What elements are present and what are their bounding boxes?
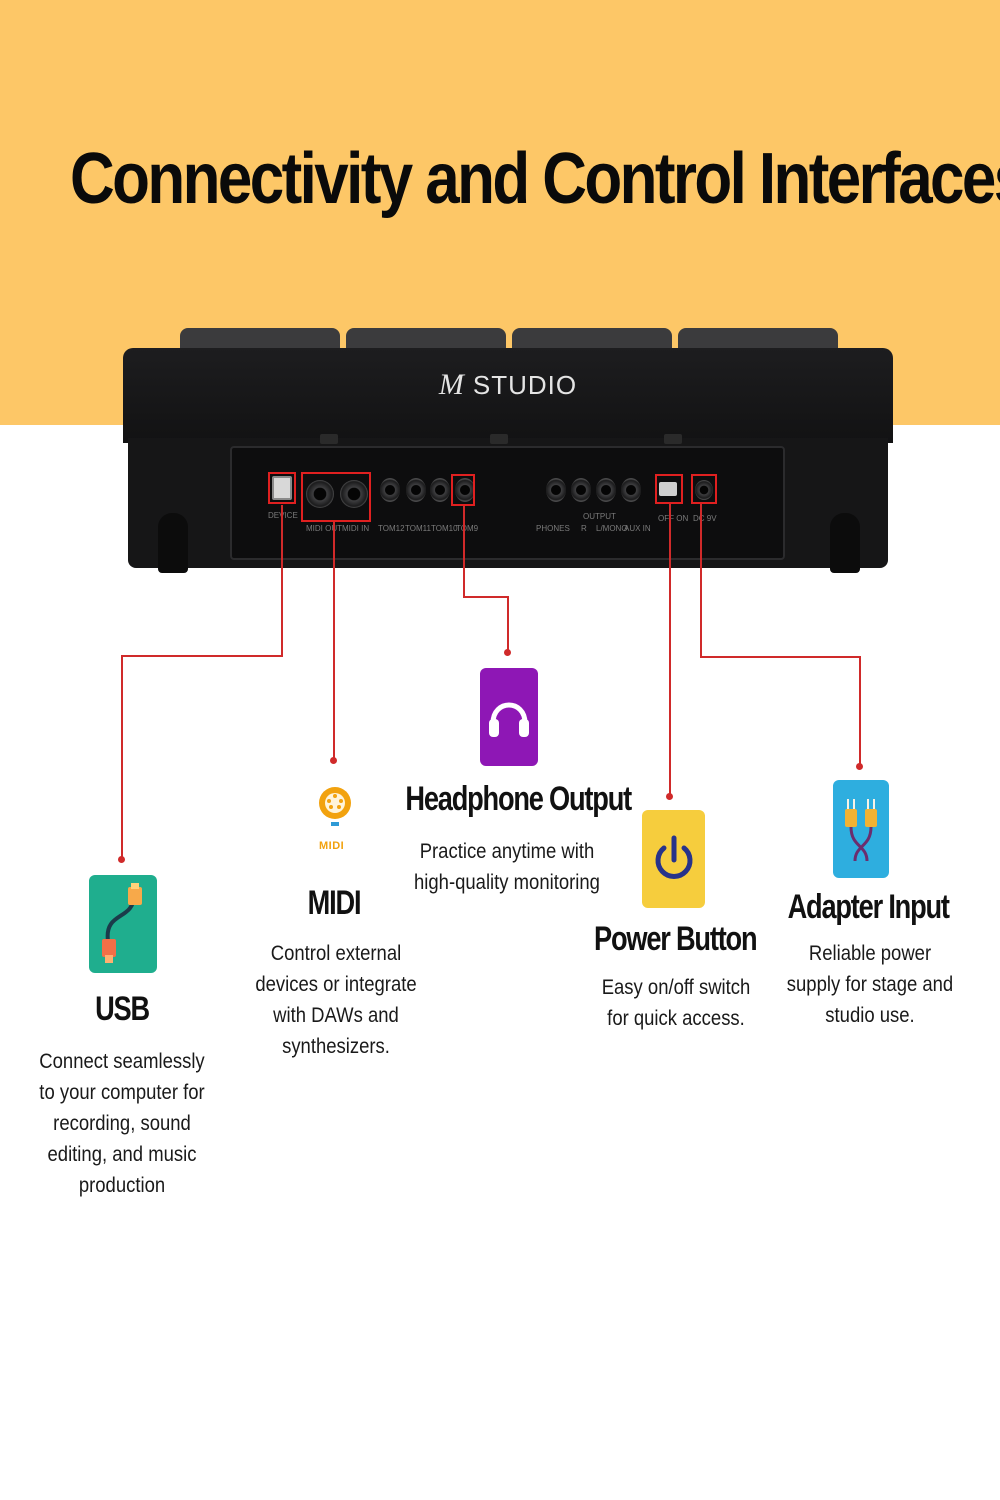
- adapter-connector-line: [700, 504, 702, 658]
- usb-cable-icon: [89, 875, 157, 973]
- device-foot-left: [158, 513, 188, 573]
- aux-in-jack: [621, 478, 641, 502]
- tom10-jack: [430, 478, 450, 502]
- tom9-label: TOM9: [456, 524, 479, 533]
- clip: [490, 434, 508, 444]
- page-title: Connectivity and Control Interfaces: [70, 139, 1000, 219]
- power-switch: [659, 482, 677, 496]
- adapter-connector-line: [700, 656, 861, 658]
- power-highlight: [655, 474, 683, 504]
- power-icon: [642, 810, 705, 908]
- dc-jack: [695, 480, 713, 500]
- adapter-title: Adapter Input: [787, 888, 950, 926]
- adapter-description: Reliable power supply for stage and stud…: [786, 942, 954, 1027]
- power-connector-line: [669, 504, 671, 796]
- midi-description: Control external devices or integrate wi…: [255, 942, 417, 1058]
- power-plug-icon: [833, 780, 889, 878]
- headphone-description: Practice anytime with high-quality monit…: [414, 840, 600, 894]
- phones-jack: [546, 478, 566, 502]
- clip: [664, 434, 682, 444]
- usb-highlight: [268, 472, 296, 504]
- output-l-jack: [596, 478, 616, 502]
- midi-in-label: MIDI IN: [342, 524, 370, 533]
- midi-highlight: [301, 472, 371, 522]
- tom12-jack: [380, 478, 400, 502]
- output-r-jack: [571, 478, 591, 502]
- tom11-label: TOM11: [405, 524, 431, 533]
- usb-port: [272, 476, 292, 500]
- adapter-connector-line: [859, 656, 861, 766]
- midi-connector-icon: [311, 778, 359, 836]
- usb-title: USB: [95, 990, 150, 1028]
- power-title: Power Button: [594, 920, 758, 958]
- headphone-highlight: [451, 474, 475, 506]
- adapter-connector-dot: [856, 763, 863, 770]
- usb-connector-line: [281, 505, 283, 657]
- dc-label: DC 9V: [693, 514, 717, 523]
- off-on-label: OFF ON: [658, 514, 689, 523]
- headphone-connector-line: [463, 596, 509, 598]
- midi-out-port: [306, 480, 334, 508]
- usb-connector-line: [121, 655, 283, 657]
- midi-in-port: [340, 480, 368, 508]
- tom10-label: TOM10: [431, 524, 458, 533]
- midi-badge: MIDI: [319, 840, 345, 852]
- phones-label: PHONES: [536, 524, 570, 533]
- midi-title: MIDI: [307, 884, 362, 922]
- midi-connector-line: [333, 522, 335, 760]
- midi-out-label: MIDI OUT: [306, 524, 342, 533]
- usb-description: Connect seamlessly to your computer for …: [39, 1050, 205, 1197]
- r-label: R: [581, 524, 587, 533]
- aux-in-label: AUX IN: [624, 524, 651, 533]
- usb-connector-line: [121, 655, 123, 859]
- power-connector-dot: [666, 793, 673, 800]
- tom11-jack: [406, 478, 426, 502]
- lmono-label: L/MONO: [596, 524, 628, 533]
- midi-connector-dot: [330, 757, 337, 764]
- headphones-icon: [480, 668, 538, 766]
- usb-connector-dot: [118, 856, 125, 863]
- device-top-body: [123, 348, 893, 443]
- headphone-connector-line: [507, 596, 509, 652]
- headphone-title: Headphone Output: [405, 780, 632, 818]
- power-description: Easy on/off switch for quick access.: [601, 976, 751, 1030]
- device-foot-right: [830, 513, 860, 573]
- tom12-label: TOM12: [378, 524, 405, 533]
- tom9-jack: [455, 478, 475, 502]
- adapter-highlight: [691, 474, 717, 504]
- clip: [320, 434, 338, 444]
- headphone-connector-dot: [504, 649, 511, 656]
- output-label: OUTPUT: [583, 512, 616, 521]
- headphone-connector-line: [463, 506, 465, 598]
